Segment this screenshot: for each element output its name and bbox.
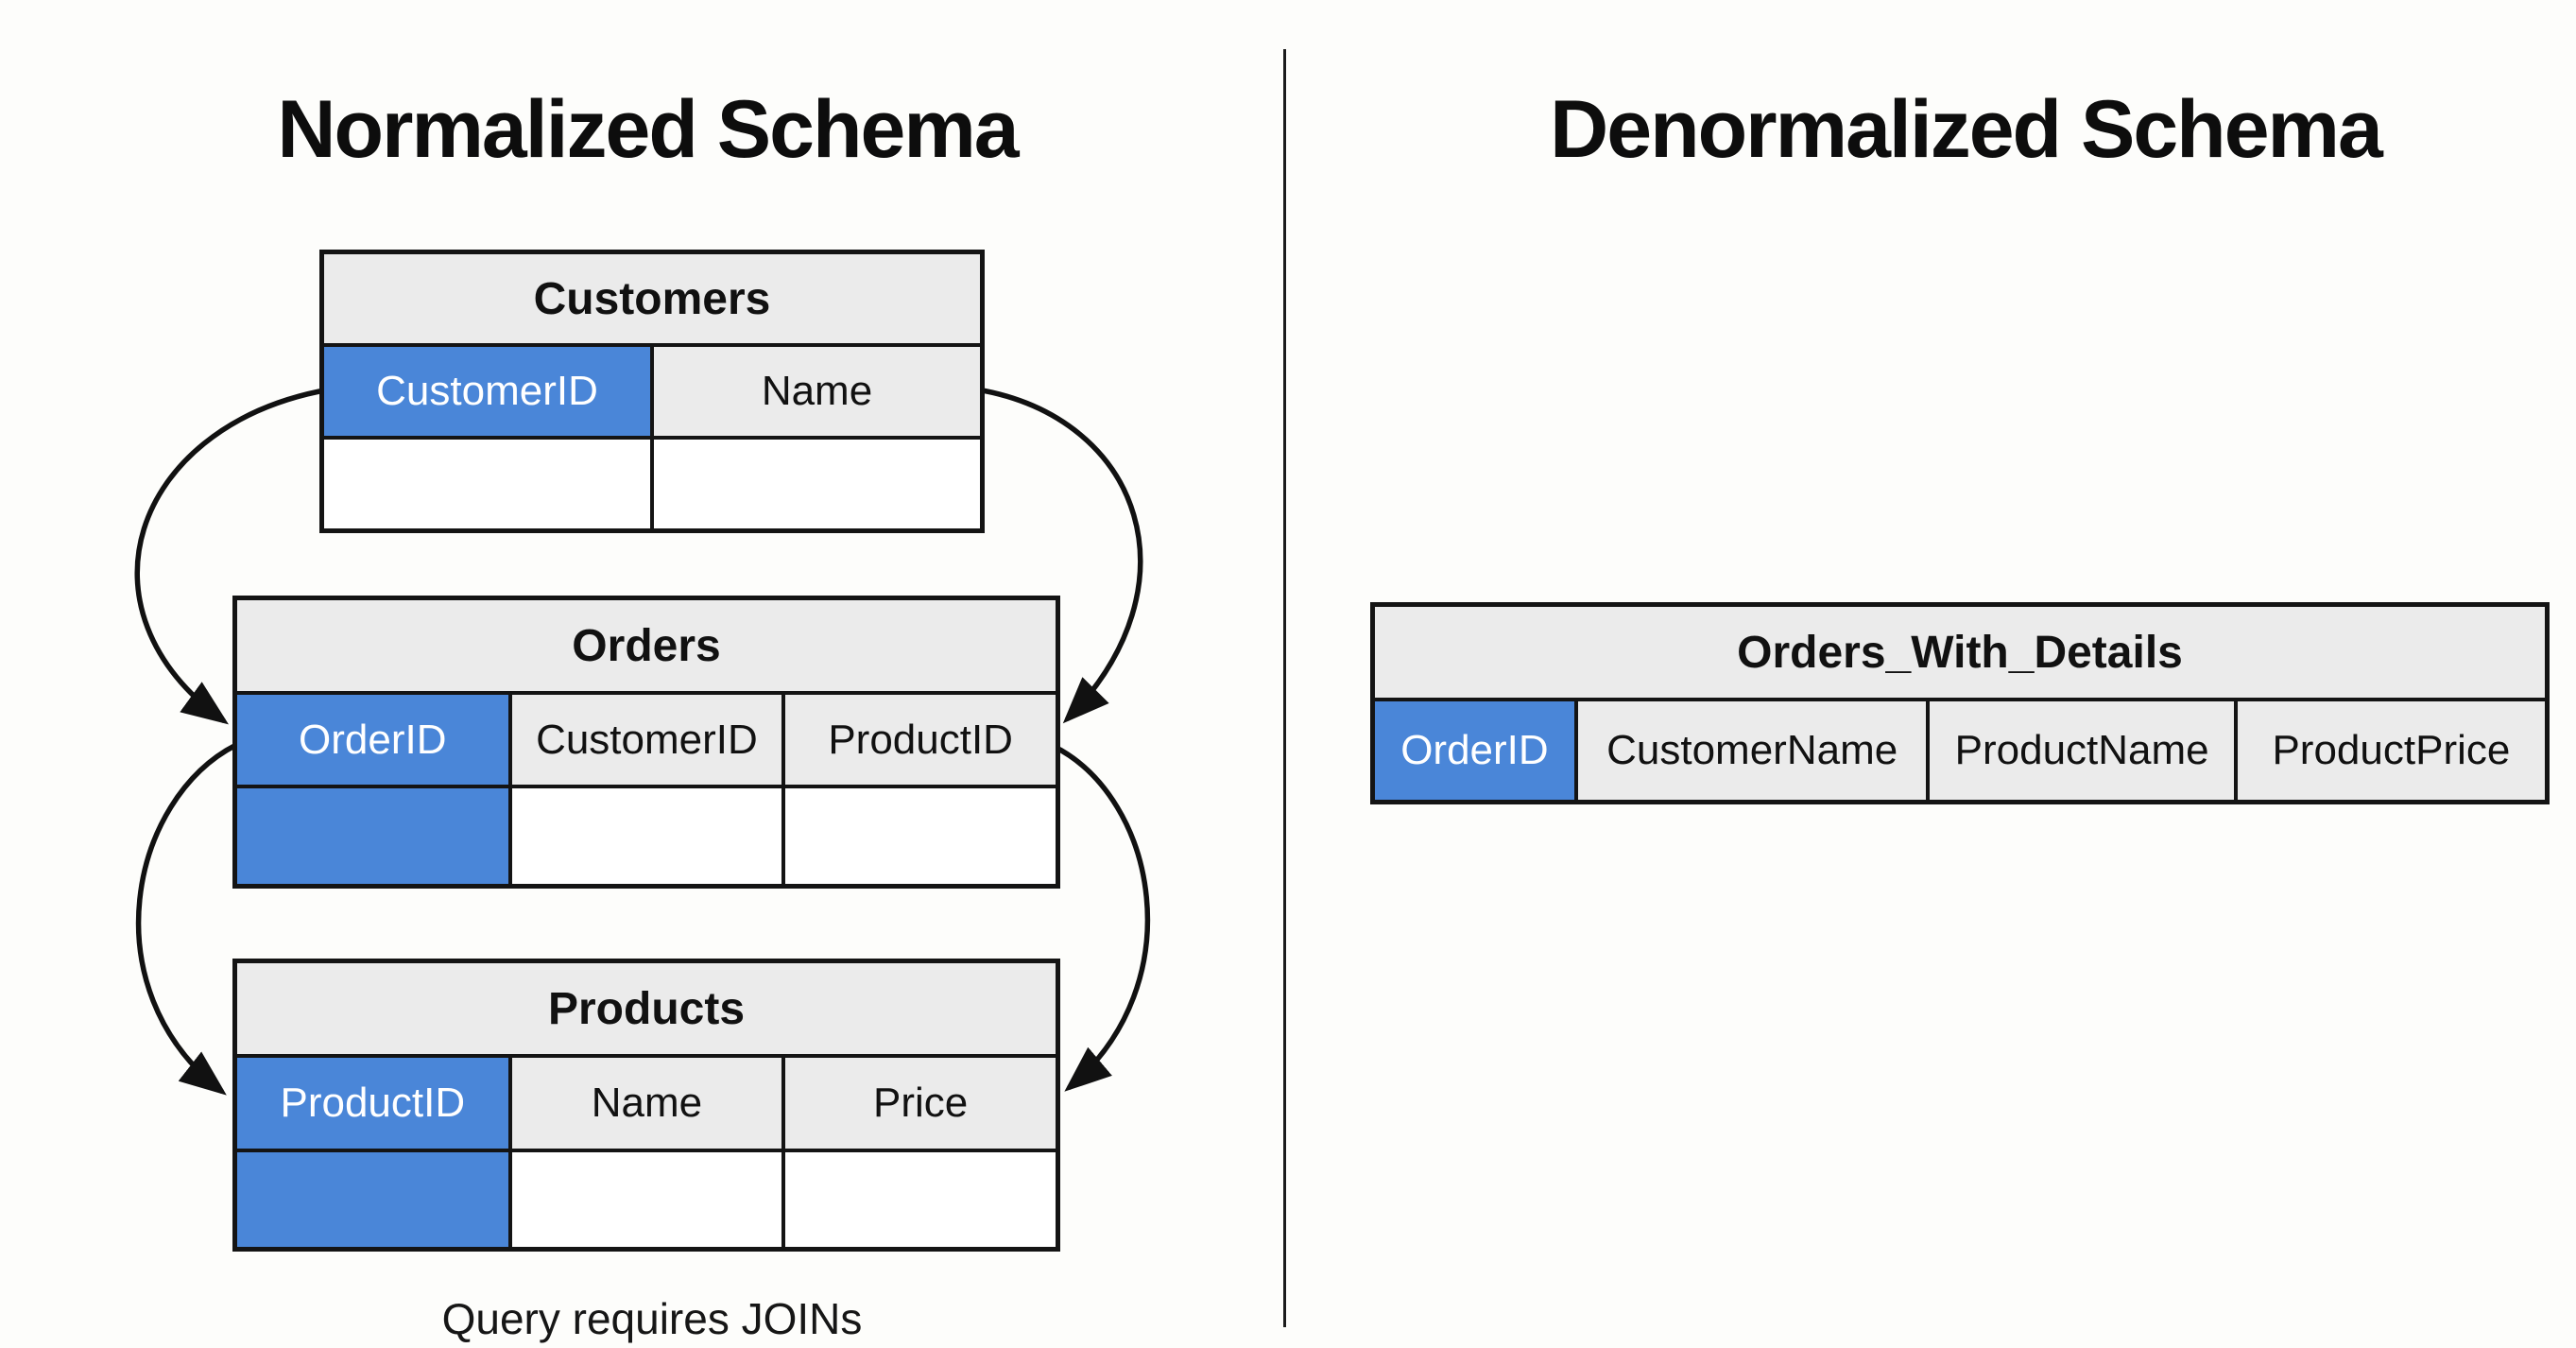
empty-cell — [322, 438, 652, 530]
empty-cell — [783, 1150, 1057, 1249]
empty-cell — [652, 438, 982, 530]
table-orders-columns-row: OrderID CustomerID ProductID — [235, 693, 1057, 786]
table-products-header-row: Products — [235, 961, 1057, 1056]
column-orderid-key: OrderID — [235, 693, 510, 786]
table-products: Products ProductID Name Price — [232, 959, 1060, 1252]
arrow-orders-to-products-right — [1052, 744, 1151, 1092]
table-orders-empty-row — [235, 786, 1057, 886]
right-panel-title: Denormalized Schema — [1550, 84, 2383, 175]
empty-key-cell — [235, 1150, 510, 1249]
table-customers-empty-row — [322, 438, 982, 530]
left-panel-title: Normalized Schema — [277, 84, 1019, 175]
empty-key-cell — [235, 786, 510, 886]
arrow-orders-to-products-left — [135, 742, 239, 1096]
panel-divider-line — [1283, 49, 1286, 1327]
column-name: Name — [652, 345, 982, 438]
table-orders-with-details-columns-row: OrderID CustomerName ProductName Product… — [1373, 700, 2547, 802]
empty-cell — [509, 1150, 784, 1249]
column-productid-fk: ProductID — [783, 693, 1057, 786]
column-productname: ProductName — [1928, 700, 2236, 802]
column-product-name: Name — [509, 1056, 784, 1150]
column-customername: CustomerName — [1575, 700, 1929, 802]
column-productid-key: ProductID — [235, 1056, 510, 1150]
column-orderid-key-denormalized: OrderID — [1373, 700, 1576, 802]
table-customers-name: Customers — [322, 252, 982, 345]
table-orders-with-details: Orders_With_Details OrderID CustomerName… — [1370, 602, 2550, 804]
empty-cell — [783, 786, 1057, 886]
column-customerid-fk: CustomerID — [509, 693, 784, 786]
column-productprice: ProductPrice — [2235, 700, 2547, 802]
column-customerid-key: CustomerID — [322, 345, 652, 438]
table-customers-header-row: Customers — [322, 252, 982, 345]
table-products-columns-row: ProductID Name Price — [235, 1056, 1057, 1150]
table-products-empty-row — [235, 1150, 1057, 1249]
table-orders-name: Orders — [235, 598, 1057, 693]
table-products-name: Products — [235, 961, 1057, 1056]
table-customers-columns-row: CustomerID Name — [322, 345, 982, 438]
table-orders-with-details-header-row: Orders_With_Details — [1373, 605, 2547, 700]
table-orders-with-details-name: Orders_With_Details — [1373, 605, 2547, 700]
table-orders: Orders OrderID CustomerID ProductID — [232, 596, 1060, 889]
table-orders-header-row: Orders — [235, 598, 1057, 693]
table-customers: Customers CustomerID Name — [319, 250, 985, 533]
column-price: Price — [783, 1056, 1057, 1150]
empty-cell — [509, 786, 784, 886]
join-caption: Query requires JOINs — [441, 1294, 863, 1343]
